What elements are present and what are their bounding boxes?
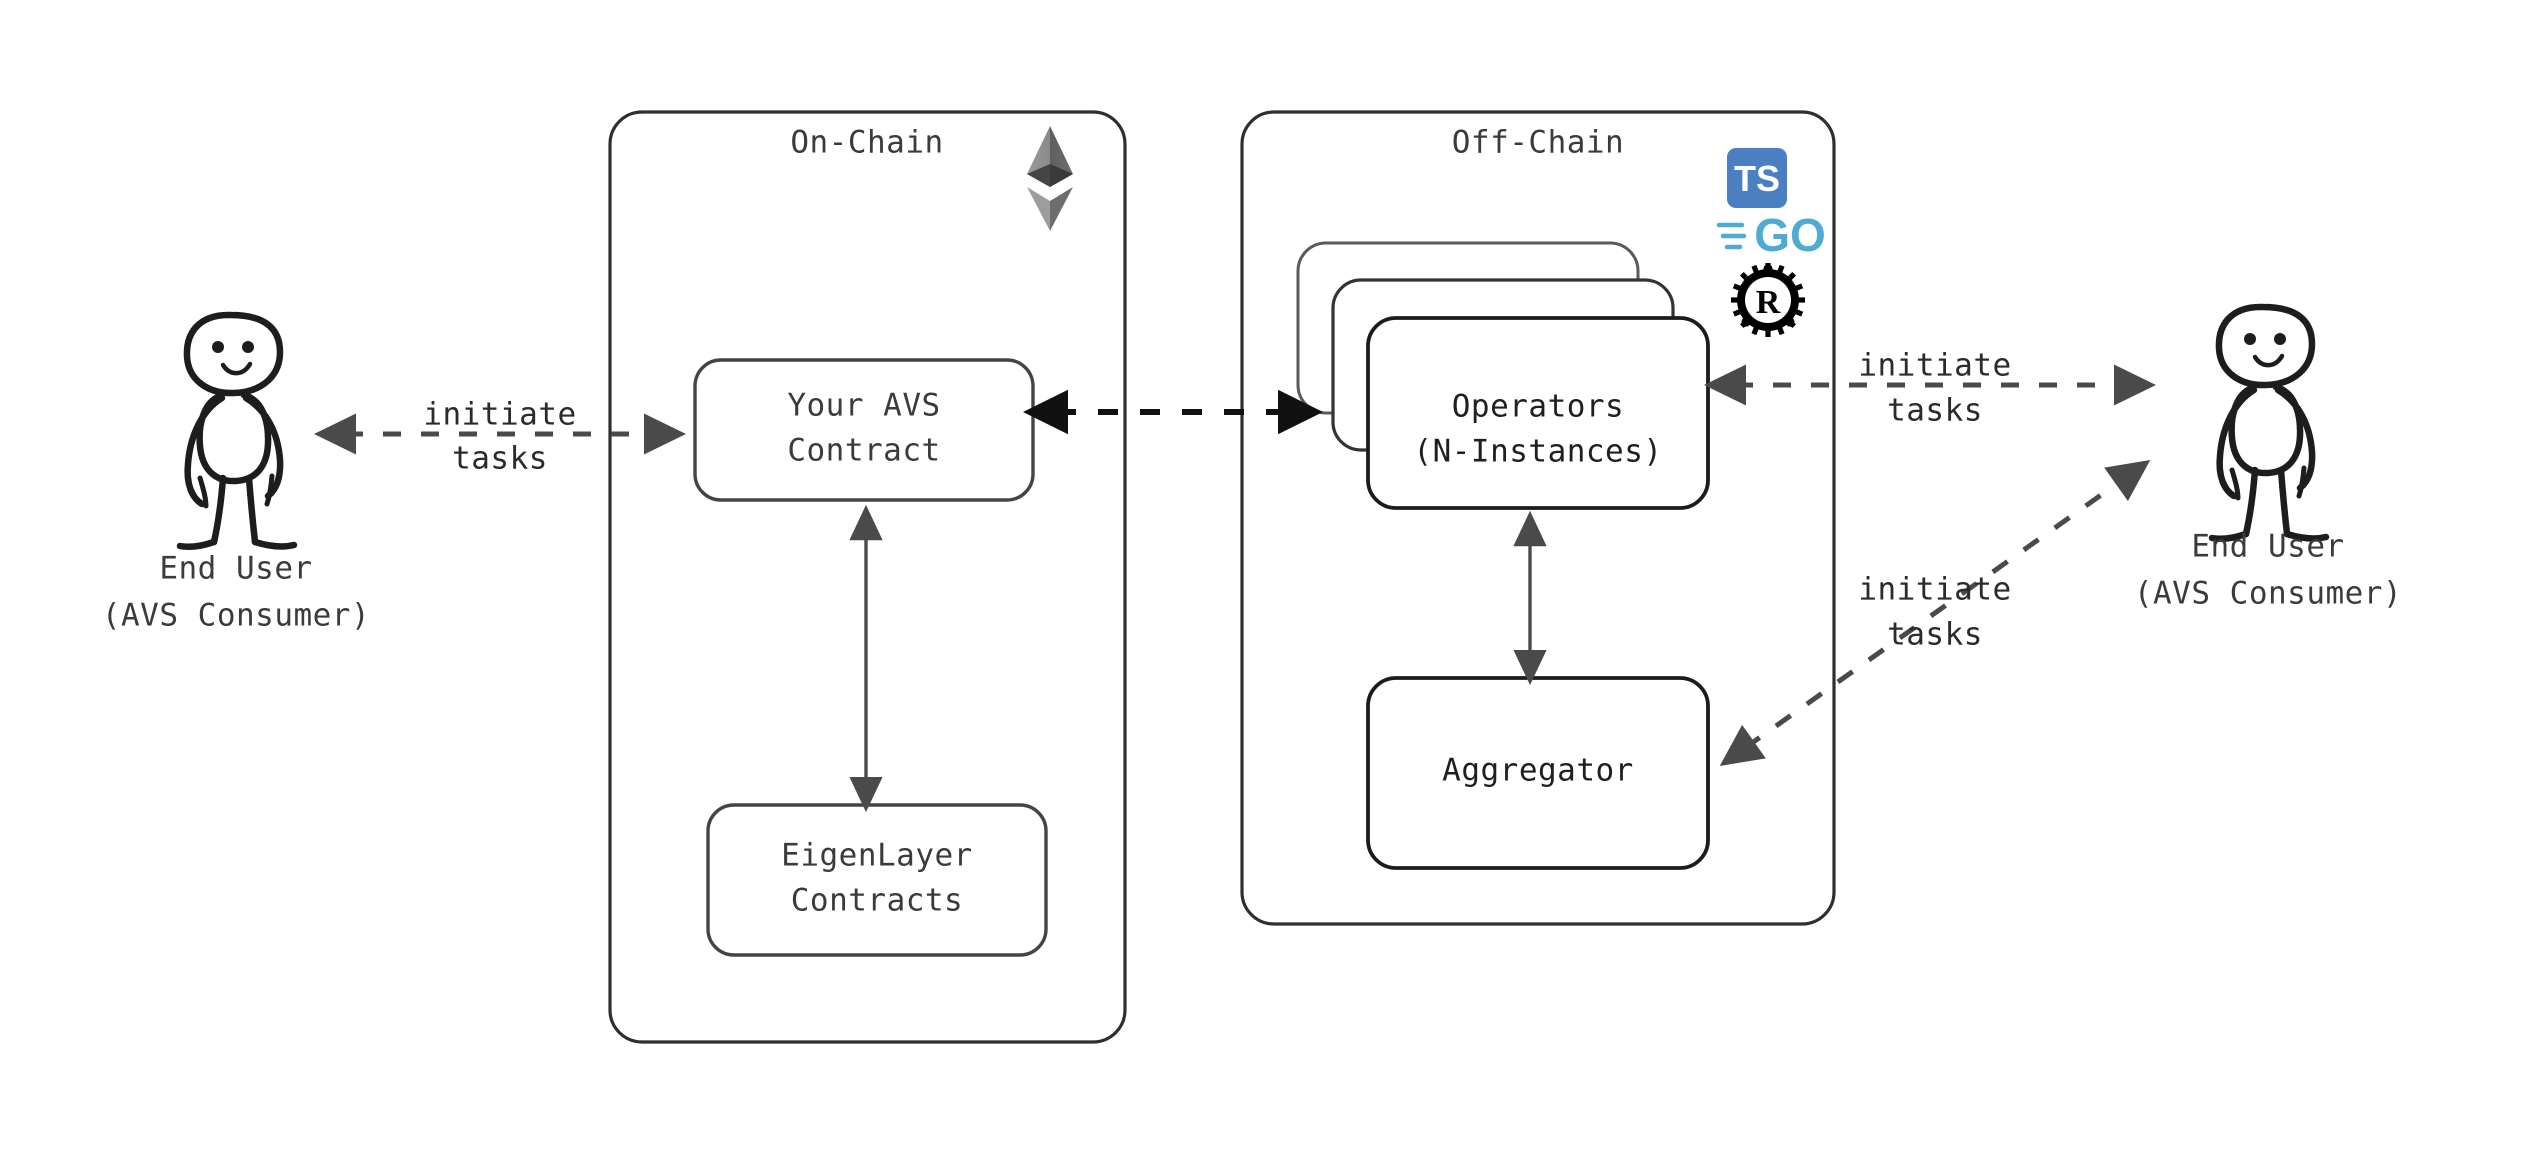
right-user-label-line1: End User	[2191, 529, 2344, 565]
container-on-chain: On-Chain Your AVS Contract EigenLayer Co…	[608, 110, 1127, 1044]
node-eigenlayer-contracts[interactable]: EigenLayer Contracts	[706, 803, 1048, 957]
edge-aggregator-to-user-label-line1: initiate	[1858, 572, 2011, 608]
edge-operators-to-user-label-line2: tasks	[1887, 393, 1983, 429]
go-icon-text: GO	[1754, 209, 1826, 261]
node-your-avs-contract[interactable]: Your AVS Contract	[693, 358, 1035, 502]
ethereum-icon	[1027, 126, 1073, 231]
right-user-label-line2: (AVS Consumer)	[2134, 576, 2402, 612]
edge-aggregator-to-user: initiate tasks	[1719, 460, 2151, 766]
container-off-chain: Off-Chain TS GO	[1240, 110, 1836, 926]
operators-card-front[interactable]	[1366, 316, 1710, 510]
on-chain-title: On-Chain	[790, 125, 943, 161]
go-icon: GO	[1716, 209, 1826, 261]
your-avs-contract-label-line1: Your AVS	[787, 388, 940, 424]
left-user-label-line1: End User	[159, 551, 312, 587]
edge-aggregator-to-user-label-line2: tasks	[1887, 617, 1983, 653]
your-avs-contract-label-line2: Contract	[787, 433, 940, 469]
rust-icon: R	[1731, 263, 1805, 337]
your-avs-contract-box[interactable]	[693, 358, 1035, 502]
rust-icon-text: R	[1756, 284, 1781, 321]
actor-left-end-user: End User (AVS Consumer)	[102, 311, 370, 634]
typescript-icon: TS	[1727, 148, 1787, 208]
aggregator-label: Aggregator	[1442, 753, 1634, 789]
edge-operators-to-user-label-line1: initiate	[1858, 348, 2011, 384]
edge-user-to-avs-label-line1: initiate	[423, 397, 576, 433]
actor-right-end-user: End User (AVS Consumer)	[2134, 303, 2402, 612]
eigenlayer-contracts-label-line2: Contracts	[791, 883, 963, 919]
eigenlayer-contracts-label-line1: EigenLayer	[781, 838, 973, 874]
off-chain-title: Off-Chain	[1452, 125, 1624, 161]
eigenlayer-contracts-box[interactable]	[706, 803, 1048, 957]
operators-label-line1: Operators	[1452, 389, 1624, 425]
edge-user-to-avs: initiate tasks	[314, 397, 686, 477]
left-user-label-line2: (AVS Consumer)	[102, 598, 370, 634]
node-aggregator[interactable]: Aggregator	[1366, 676, 1710, 870]
edge-user-to-avs-label-line2: tasks	[452, 441, 548, 477]
typescript-icon-text: TS	[1734, 158, 1780, 199]
node-operators[interactable]: Operators (N-Instances)	[1296, 241, 1710, 510]
edge-operators-to-user: initiate tasks	[1704, 348, 2156, 429]
operators-label-line2: (N-Instances)	[1413, 434, 1662, 470]
